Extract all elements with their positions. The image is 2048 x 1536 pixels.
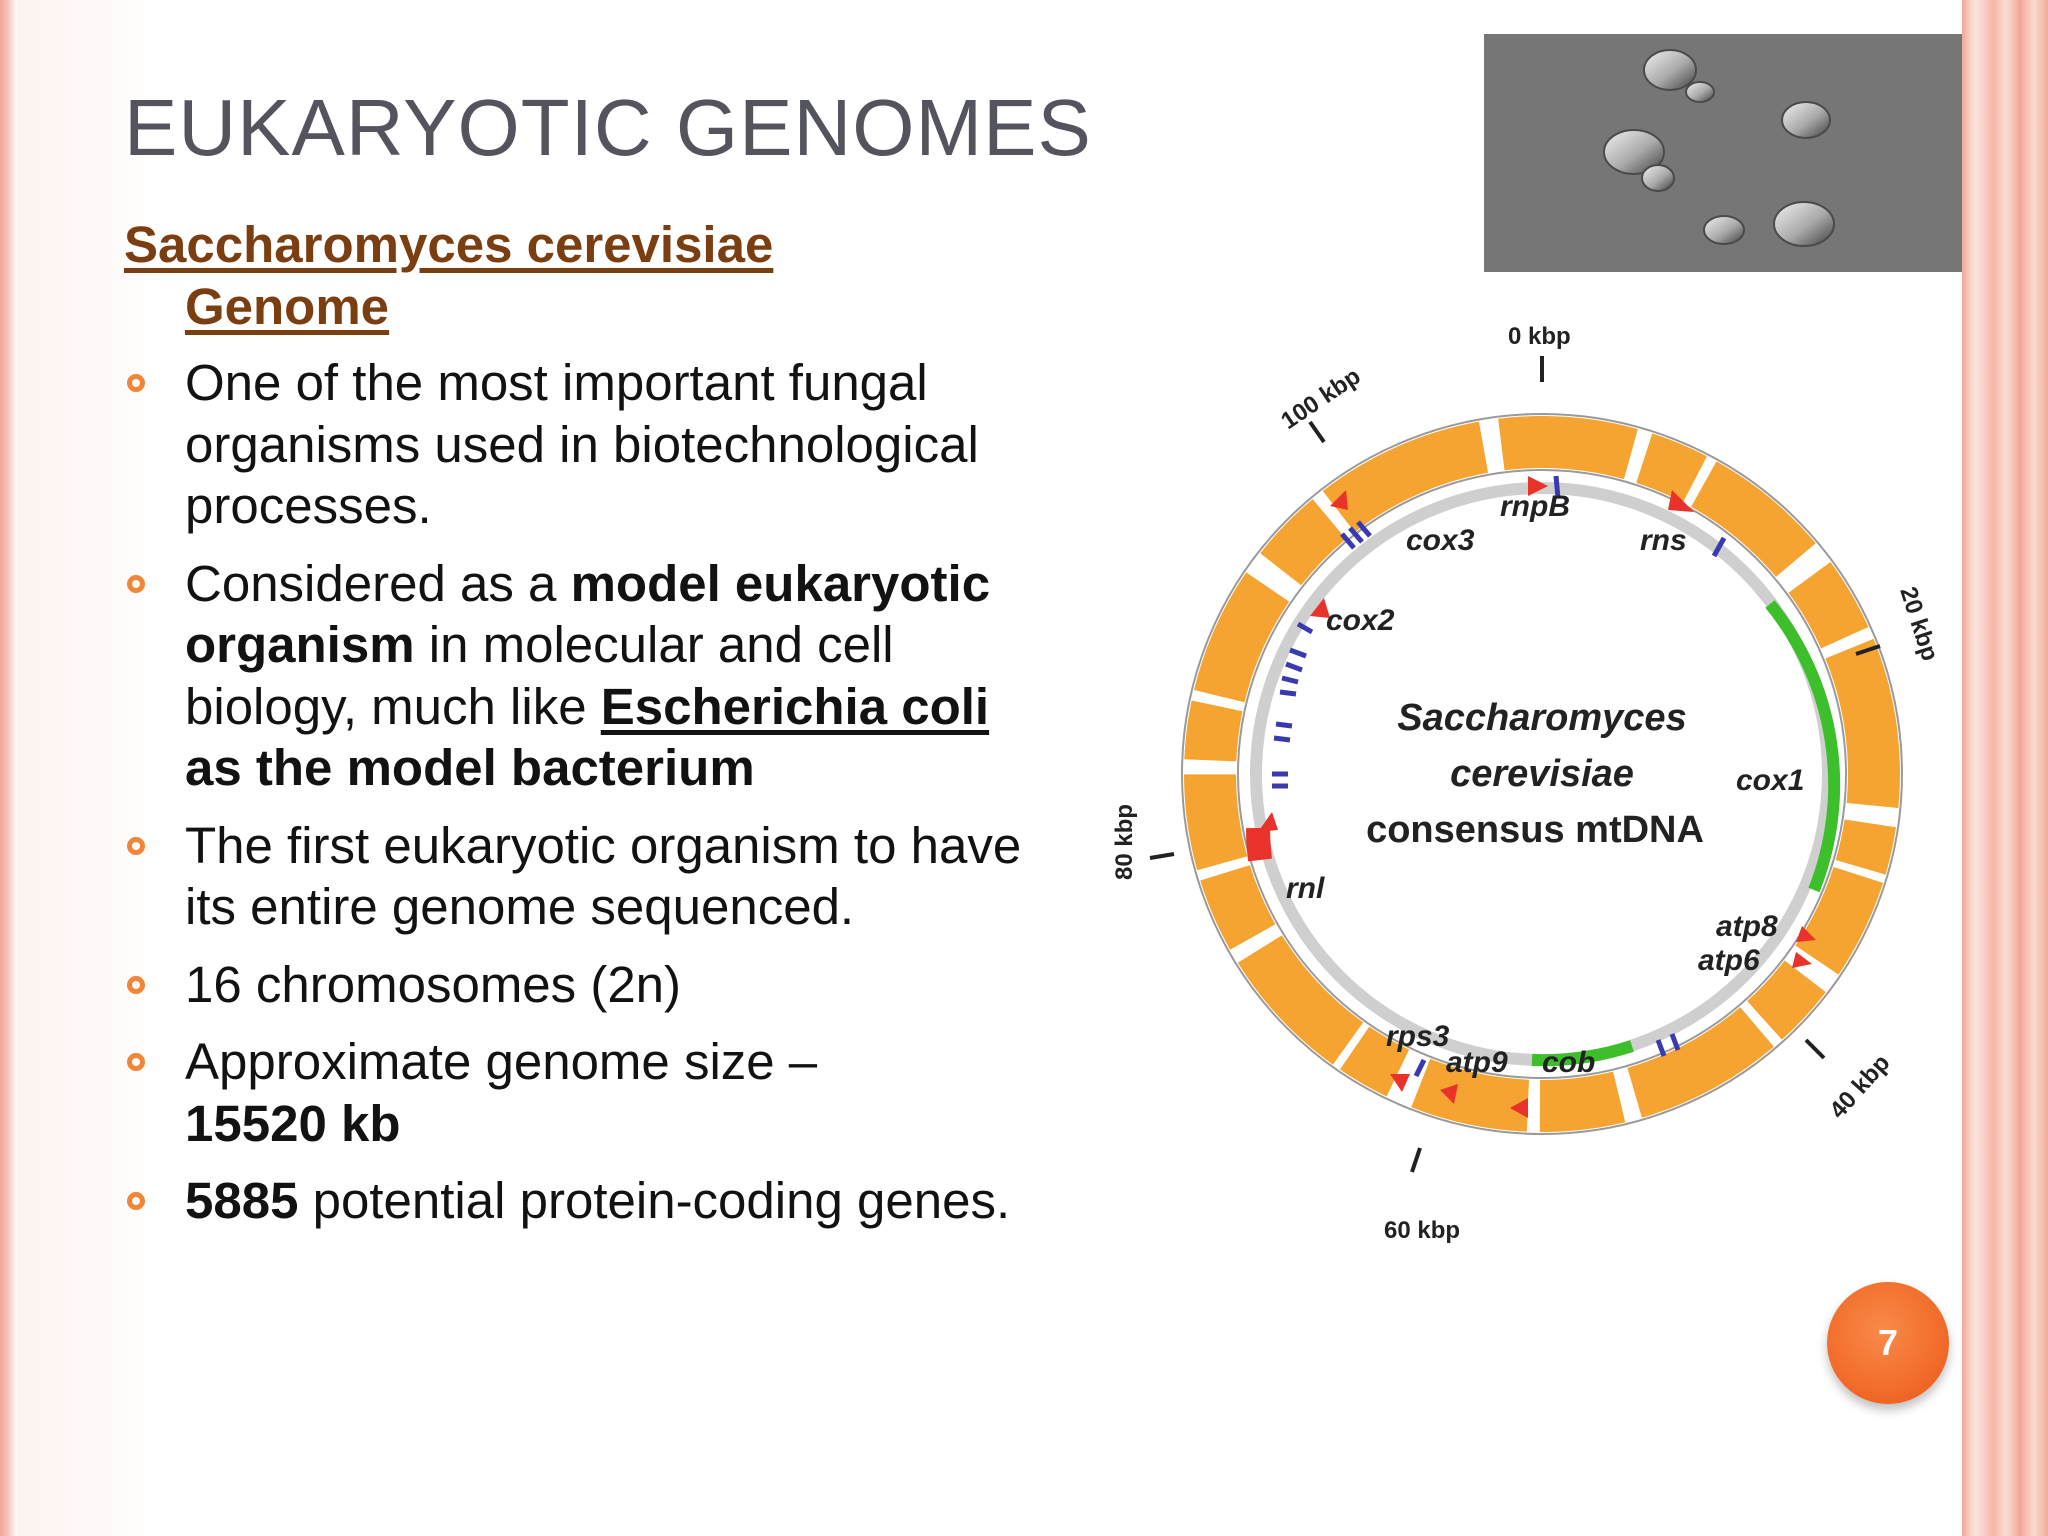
center-label-line-2: cerevisiae bbox=[1450, 753, 1634, 795]
gene-label-cox1: cox1 bbox=[1736, 764, 1804, 797]
gene-label-rnpB: rnpB bbox=[1500, 490, 1570, 523]
scale-label-40kbp: 40 kbp bbox=[1824, 1049, 1895, 1124]
bullet-marker-icon bbox=[127, 836, 145, 855]
gene-rnl-arc bbox=[1246, 827, 1272, 862]
left-panel-shade bbox=[17, 0, 167, 1536]
gene-label-rns: rns bbox=[1640, 524, 1687, 557]
bullet-marker-icon bbox=[127, 1053, 145, 1071]
slide-subtitle: Saccharomyces cerevisiae Genome bbox=[124, 214, 904, 338]
center-label-line-3: consensus mtDNA bbox=[1366, 809, 1704, 851]
bullet-marker-icon bbox=[127, 1192, 145, 1210]
outer-border bbox=[1181, 413, 1903, 1135]
center-label-line-1: Saccharomyces bbox=[1397, 697, 1686, 739]
slide-title: EUKARYOTIC GENOMES bbox=[124, 83, 1092, 172]
escherichia-coli-link[interactable]: Escherichia coli bbox=[600, 677, 990, 735]
yeast-micrograph-image bbox=[1484, 34, 1962, 272]
bullet-marker-icon bbox=[127, 975, 145, 994]
scale-label-80kbp: 80 kbp bbox=[1111, 804, 1138, 880]
gene-label-atp8: atp8 bbox=[1716, 910, 1778, 943]
gene-cob-arc bbox=[1531, 1040, 1634, 1067]
gene-label-cob: cob bbox=[1542, 1046, 1595, 1079]
right-decorative-border bbox=[1962, 0, 2048, 1536]
bullet-marker-icon bbox=[127, 574, 145, 593]
scale-label-60kbp: 60 kbp bbox=[1384, 1217, 1460, 1244]
page-number-badge: 7 bbox=[1827, 1282, 1949, 1404]
outer-orange-ring bbox=[1184, 416, 1900, 1132]
gene-label-cox3: cox3 bbox=[1406, 524, 1475, 557]
scale-label-20kbp: 20 kbp bbox=[1894, 584, 1943, 665]
subtitle-line-2: Genome bbox=[185, 278, 390, 335]
gene-label-cox2: cox2 bbox=[1326, 604, 1395, 637]
gene-label-rps3: rps3 bbox=[1386, 1020, 1450, 1053]
gene-label-rnl: rnl bbox=[1286, 872, 1325, 905]
bullet-item: One of the most important fungal organis… bbox=[124, 352, 1024, 537]
bullet-item: 5885 potential protein-coding genes. bbox=[124, 1170, 1024, 1232]
scale-label-100kbp: 100 kbp bbox=[1276, 363, 1365, 435]
gene-label-atp9: atp9 bbox=[1446, 1046, 1508, 1079]
left-decorative-border bbox=[0, 0, 17, 1536]
bullet-marker-icon bbox=[127, 374, 145, 392]
gene-cox1-arc bbox=[1765, 600, 1841, 893]
gene-label-atp6: atp6 bbox=[1698, 944, 1760, 977]
bullet-item: The first eukaryotic organism to have it… bbox=[124, 815, 1024, 938]
scale-label-0kbp: 0 kbp bbox=[1508, 323, 1571, 350]
mtdna-map-diagram: Saccharomyces cerevisiae consensus mtDNA… bbox=[1111, 323, 1943, 1244]
bullet-list: One of the most important fungal organis… bbox=[124, 352, 1024, 1248]
bullet-item: 16 chromosomes (2n) bbox=[124, 954, 1024, 1016]
subtitle-line-1: Saccharomyces cerevisiae bbox=[124, 216, 774, 273]
bullet-item: Considered as a model eukaryotic organis… bbox=[124, 553, 1024, 799]
bullet-item: Approximate genome size –15520 kb bbox=[124, 1031, 1024, 1154]
inner-border bbox=[1237, 469, 1847, 1079]
